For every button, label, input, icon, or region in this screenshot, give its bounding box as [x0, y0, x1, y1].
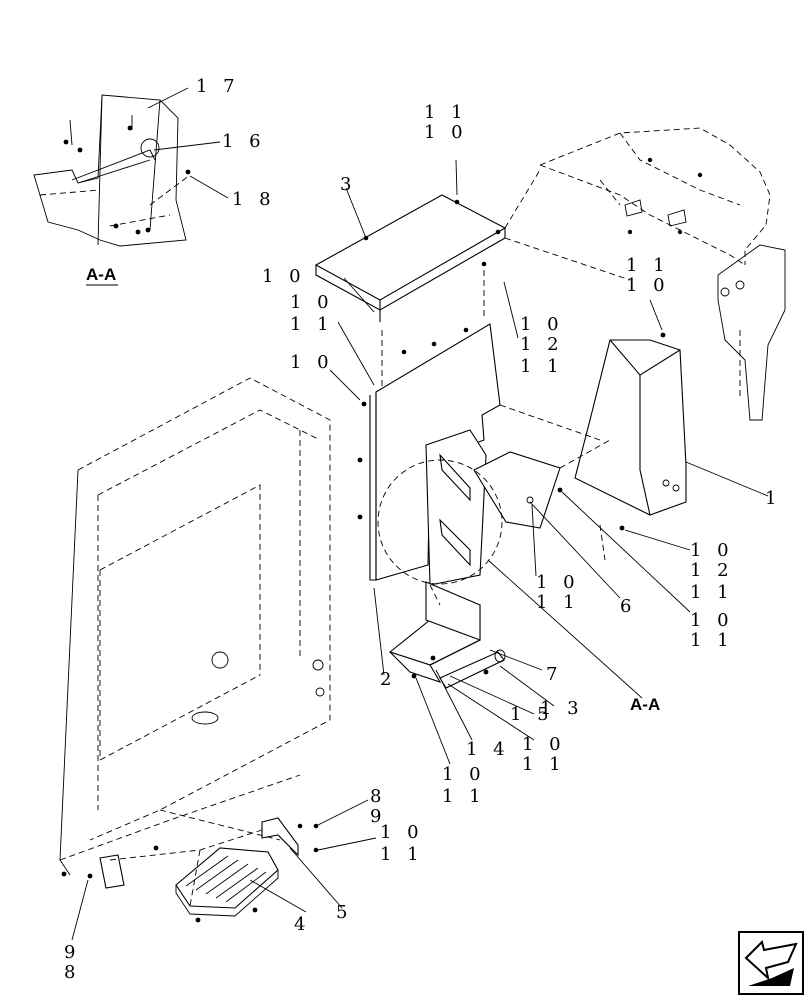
- callout-17: 1 7: [196, 76, 240, 97]
- callout-18: 1 8: [232, 189, 276, 210]
- callout-4: 4: [294, 914, 310, 935]
- callout-labels: 1 7 1 6 1 8 1 1 1 0 3 1 0 1 0 1 1 1 0 1 …: [64, 76, 781, 983]
- callout-7: 7: [546, 664, 562, 685]
- callout-3: 3: [340, 174, 356, 195]
- callout-10: 1 0: [522, 734, 566, 755]
- callout-8: 8: [64, 962, 80, 983]
- callout-14: 1 4: [466, 739, 510, 760]
- section-title-a-a: A-A: [86, 265, 116, 284]
- rear-right-panel: [539, 127, 786, 421]
- callout-10: 1 0: [536, 572, 580, 593]
- callout-10: 1 0: [424, 122, 468, 143]
- callout-10: 1 0: [442, 764, 486, 785]
- callout-10: 1 0: [262, 266, 306, 287]
- previous-page-arrow-icon[interactable]: [738, 931, 804, 995]
- lower-bracket-part-7: [388, 581, 506, 689]
- callout-12: 1 2: [690, 560, 734, 581]
- detail-view-a-a: [33, 94, 191, 247]
- callout-10: 1 0: [690, 540, 734, 561]
- callout-11: 1 1: [690, 582, 734, 603]
- callout-11: 1 1: [290, 314, 334, 335]
- assembly-lines: [159, 169, 631, 907]
- callout-11: 1 1: [626, 255, 670, 276]
- plate-part-6: [473, 451, 561, 529]
- callout-11: 1 1: [442, 786, 486, 807]
- callout-11: 1 1: [424, 102, 468, 123]
- callout-6: 6: [620, 596, 636, 617]
- callout-9: 9: [64, 942, 80, 963]
- callout-11: 1 1: [522, 754, 566, 775]
- callout-11: 1 1: [536, 592, 580, 613]
- section-reference-a-a: A-A: [630, 695, 660, 714]
- callout-1: 1: [765, 488, 781, 509]
- callout-15: 1 5: [510, 704, 554, 725]
- callout-12: 1 2: [520, 334, 564, 355]
- callout-10: 1 0: [690, 610, 734, 631]
- cab-frame: [59, 377, 331, 876]
- leader-lines: [71, 87, 769, 941]
- callout-8: 8: [370, 786, 386, 807]
- step-bracket-part-5: [61, 817, 319, 889]
- step-part-4: [175, 847, 279, 923]
- callout-10: 1 0: [626, 275, 670, 296]
- callout-16: 1 6: [222, 131, 266, 152]
- callout-13: 1 3: [540, 698, 584, 719]
- callout-11: 1 1: [690, 630, 734, 651]
- inner-bracket: [425, 429, 487, 586]
- detail-circle-a-a: [377, 459, 503, 585]
- callout-11: 1 1: [520, 356, 564, 377]
- callout-10: 1 0: [290, 352, 334, 373]
- callout-11: 1 1: [380, 844, 424, 865]
- callout-9: 9: [370, 806, 386, 827]
- tank-part-1: [557, 332, 687, 531]
- callout-5: 5: [336, 902, 352, 923]
- callout-10: 1 0: [380, 822, 424, 843]
- top-cover-part-3: [314, 194, 507, 322]
- callout-10: 1 0: [290, 292, 334, 313]
- callout-10: 1 0: [520, 314, 564, 335]
- callout-2: 2: [380, 669, 396, 690]
